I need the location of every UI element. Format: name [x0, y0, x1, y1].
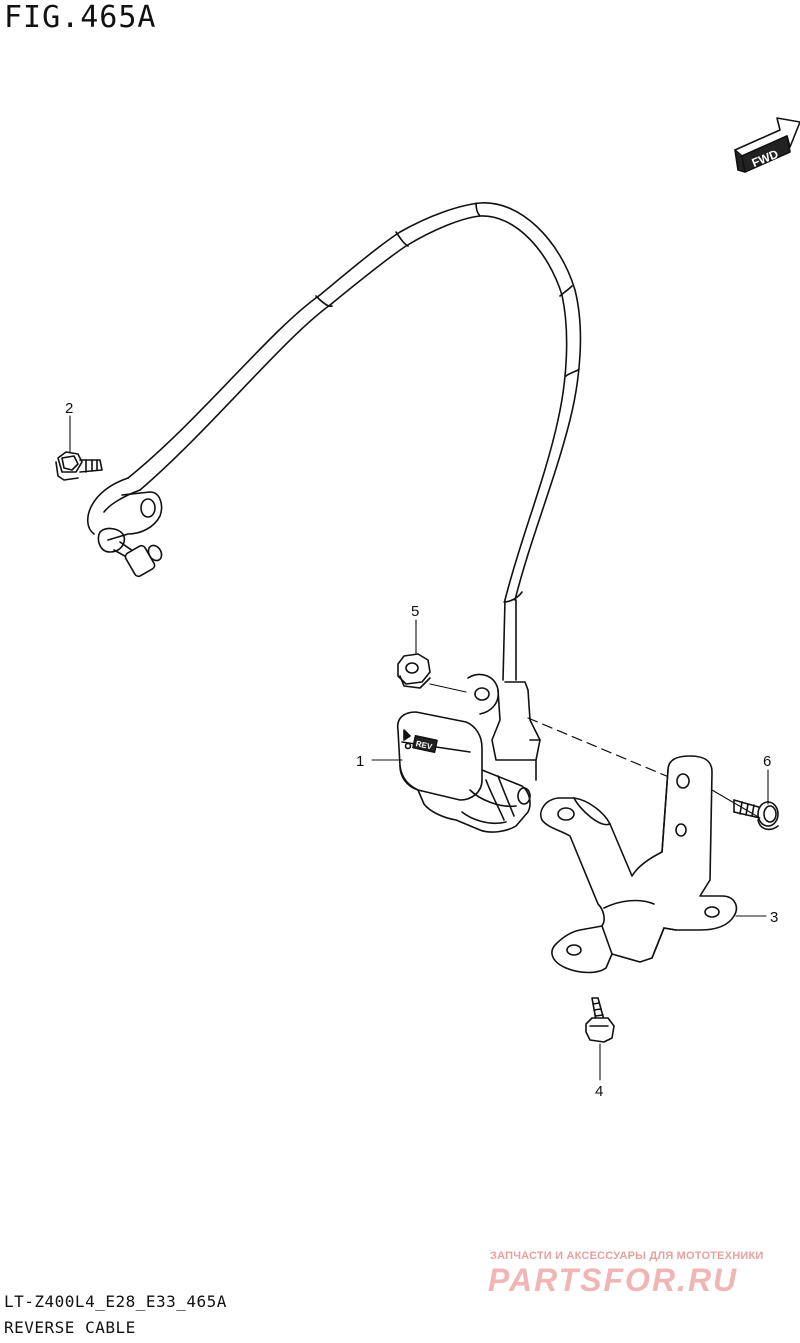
- footer-model-code: LT-Z400L4_E28_E33_465A: [4, 1292, 227, 1311]
- callout-5: 5: [411, 603, 419, 620]
- leader-6b: [711, 789, 761, 819]
- callout-1: 1: [356, 753, 364, 770]
- watermark-subtitle: ЗАПЧАСТИ И АКСЕССУАРЫ ДЛЯ МОТОТЕХНИКИ: [490, 1250, 764, 1262]
- bracket-3: [540, 755, 738, 974]
- reverse-switch-1: REV: [396, 711, 531, 833]
- callout-6: 6: [763, 753, 771, 770]
- callout-3: 3: [770, 909, 778, 926]
- bolt-6: [733, 799, 779, 831]
- footer-part-name: REVERSE CABLE: [4, 1318, 136, 1337]
- cable-end-bracket: [86, 477, 163, 578]
- watermark-logo: PARTSFOR.RU: [488, 1262, 739, 1298]
- leader-5b: [429, 683, 467, 693]
- rev-label: REV: [415, 739, 434, 751]
- reverse-cable: [127, 202, 582, 681]
- alignment-line: [527, 717, 677, 781]
- nut-5: [397, 653, 431, 689]
- leader-lines: [69, 415, 769, 1081]
- fwd-arrow-icon: FWD: [734, 117, 800, 173]
- flange-bolt-2: [55, 451, 103, 481]
- switch-mount: [467, 673, 541, 781]
- callout-4: 4: [595, 1083, 603, 1100]
- screw-4: [585, 997, 615, 1043]
- callout-2: 2: [65, 400, 73, 417]
- figure-title: FIG.465A: [4, 0, 157, 35]
